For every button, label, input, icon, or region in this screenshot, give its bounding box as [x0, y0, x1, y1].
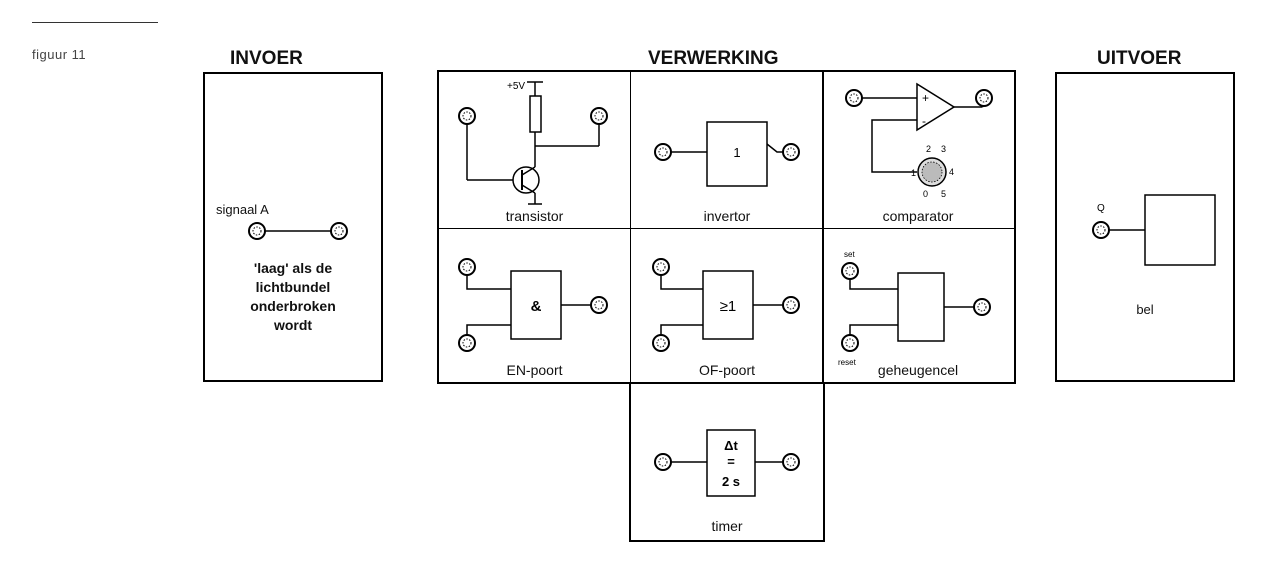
transistor-symbol: +5V [458, 81, 608, 205]
signal-a-socket-icon [248, 222, 266, 240]
supply-label: +5V [507, 81, 525, 92]
dial-2: 2 [926, 144, 931, 154]
timer-delta: Δt [724, 438, 738, 453]
timer-symbol: Δt = 2 s [654, 429, 800, 497]
or-gate-icon [702, 270, 754, 340]
processing-third-column: + - 1 2 3 4 5 0 comparator set [822, 70, 1016, 384]
reset-label: reset [838, 358, 857, 367]
invertor-input-socket-icon [654, 143, 672, 161]
comparator-label: comparator [882, 208, 954, 224]
set-socket-icon [841, 262, 859, 280]
transistor-icon [512, 166, 540, 194]
comparator-symbol: + - 1 2 3 4 5 0 [845, 82, 993, 199]
set-label: set [844, 250, 855, 259]
or-gate-cell: ≥1 OF-poort [631, 229, 824, 384]
invertor-symbol-text: 1 [733, 145, 740, 160]
input-panel: signaal A 'laag' als de lichtbundel onde… [203, 72, 383, 382]
timer-equals: = [727, 454, 735, 469]
or-input-a-socket-icon [652, 258, 670, 276]
bell-icon [1144, 194, 1216, 266]
dial-4: 4 [949, 167, 954, 177]
memory-cell: set reset geheugencel [822, 229, 1014, 384]
comparator-cell-inner: + - 1 2 3 4 5 0 comparator [822, 72, 1014, 229]
section-title-processing: VERWERKING [648, 48, 779, 69]
memory-cell-symbol: set reset [838, 250, 991, 367]
transistor-cell: +5V transistor [439, 72, 631, 229]
comparator-region [629, 72, 822, 227]
comparator-minus: - [922, 114, 926, 128]
signal-a-wiring [248, 222, 348, 240]
and-input-a-socket-icon [458, 258, 476, 276]
bell-symbol: Q [1092, 194, 1216, 266]
timer-duration: 2 s [722, 474, 740, 489]
comparator-output-socket-icon [975, 89, 993, 107]
invertor-gate-icon [706, 121, 768, 187]
and-symbol-text: & [531, 298, 542, 315]
transistor-output-socket-icon [590, 107, 608, 125]
transistor-label: transistor [505, 208, 564, 224]
and-input-b-socket-icon [458, 334, 476, 352]
reset-socket-icon [841, 334, 859, 352]
transistor-input-socket-icon [458, 107, 476, 125]
and-gate-symbol: & [458, 258, 608, 352]
and-output-socket-icon [590, 296, 608, 314]
top-rule [32, 22, 158, 23]
output-panel: Q bel [1055, 72, 1235, 382]
input-description: 'laag' als de lichtbundel onderbroken wo… [250, 260, 336, 333]
invertor-output-socket-icon [782, 143, 800, 161]
dial-3: 3 [941, 144, 946, 154]
or-symbol-text: ≥1 [720, 298, 737, 315]
invertor-label: invertor [703, 208, 751, 224]
figure-label: figuur 11 [32, 47, 87, 62]
and-gate-cell: & EN-poort [439, 229, 631, 384]
comparator-plus: + [922, 91, 929, 105]
timer-input-socket-icon [654, 453, 672, 471]
processing-panel: +5V transistor [437, 70, 824, 384]
invertor-symbol: 1 [654, 121, 800, 187]
or-gate-label: OF-poort [698, 362, 755, 378]
timer-label: timer [711, 518, 743, 534]
and-gate-label: EN-poort [506, 362, 563, 378]
q-label: Q [1097, 203, 1105, 214]
dial-0: 0 [923, 189, 928, 199]
memory-output-socket-icon [973, 298, 991, 316]
memory-cell-icon [897, 272, 945, 342]
timer-output-socket-icon [782, 453, 800, 471]
or-gate-symbol: ≥1 [652, 258, 800, 352]
or-output-socket-icon [782, 296, 800, 314]
timer-icon [706, 429, 756, 497]
invertor-cell: 1 invertor [631, 72, 824, 229]
dial-1: 1 [911, 168, 916, 178]
signal-a-out-socket-icon [330, 222, 348, 240]
or-input-b-socket-icon [652, 334, 670, 352]
bell-label: bel [1136, 302, 1154, 317]
bell-input-socket-icon [1092, 221, 1110, 239]
resistor-icon [529, 95, 542, 133]
section-title-input: INVOER [230, 48, 303, 69]
section-title-output: UITVOER [1097, 48, 1182, 69]
signal-a-label: signaal A [216, 202, 269, 217]
dial-5: 5 [941, 189, 946, 199]
memory-cell-label: geheugencel [877, 362, 959, 378]
timer-cell: Δt = 2 s timer [629, 382, 825, 542]
comparator-input-socket-icon [845, 89, 863, 107]
opamp-icon [916, 82, 956, 132]
